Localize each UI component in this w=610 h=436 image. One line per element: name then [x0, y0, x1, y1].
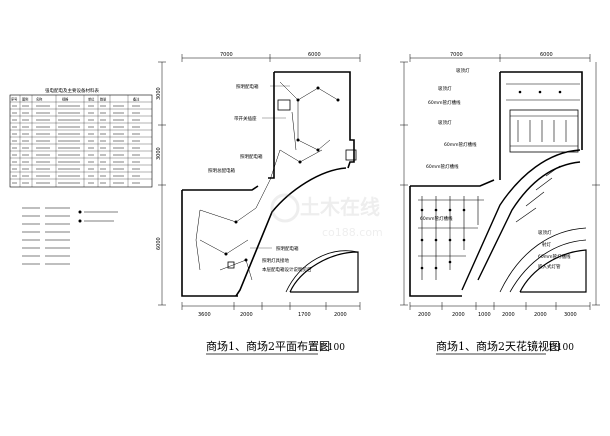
left-bottom-dim-1: 3600 — [198, 312, 211, 318]
right-top-dim-1: 7000 — [450, 52, 463, 58]
watermark-sub: co188.com — [322, 226, 383, 239]
left-label-4: 照明总配电箱 — [208, 167, 235, 174]
left-label-5: 照明配电箱 — [276, 245, 299, 252]
right-label-9: 射灯 — [542, 241, 551, 248]
legend-header-note: 备注 — [133, 97, 140, 102]
right-label-5: 60mm管灯槽线 — [444, 141, 477, 148]
watermark-main: 土木在线 — [300, 195, 380, 219]
left-side-dim-1: 3000 — [156, 87, 162, 100]
legend-header-index: 序号 — [11, 97, 17, 102]
right-label-4: 吸顶灯 — [438, 119, 452, 126]
right-label-8: 吸顶灯 — [538, 229, 552, 236]
left-bottom-dim-2: 2000 — [240, 312, 253, 318]
left-label-6: 照明灯具接地 — [262, 257, 289, 264]
legend-header-qty: 数量 — [100, 97, 107, 102]
legend-table: 强电配电及主要设备材料表 序号 图例 名称 规 — [9, 87, 153, 188]
right-bottom-dim-1: 2000 — [418, 312, 431, 318]
watermark: 土木在线 co188.com — [270, 193, 383, 239]
left-label-2: 带开关插座 — [234, 115, 257, 122]
right-label-3: 60mm管灯槽线 — [428, 99, 461, 106]
right-ceiling-plan: 7000 6000 吸顶灯 吸顶灯 60mm管 — [400, 52, 600, 355]
legend-header-symbol: 图例 — [22, 97, 28, 102]
right-top-dim-2: 6000 — [540, 52, 553, 58]
right-plan-title: 商场1、商场2天花镜视图 — [436, 339, 560, 353]
legend-header-name: 名称 — [36, 97, 43, 102]
left-bottom-dim-3: 1700 — [298, 312, 311, 318]
right-label-11: 嵌入式灯管 — [538, 263, 561, 270]
right-label-1: 吸顶灯 — [456, 67, 470, 74]
left-label-1: 照明配电箱 — [236, 83, 259, 90]
right-label-6: 60mm管灯槽线 — [426, 163, 459, 170]
right-bottom-dim-2: 2000 — [452, 312, 465, 318]
left-plan-scale: 1:100 — [319, 343, 345, 353]
left-bottom-dim-4: 2000 — [334, 312, 347, 318]
left-plan-title: 商场1、商场2平面布置图 — [206, 339, 330, 353]
right-label-7: 60mm管灯槽线 — [420, 215, 453, 222]
left-label-7: 本层配电箱设计说明见后 — [262, 266, 312, 273]
left-top-dim-2: 6000 — [308, 52, 321, 58]
left-floor-plan: 7000 6000 3000 3000 6000 — [156, 52, 361, 355]
right-bottom-dim-6: 3000 — [564, 312, 577, 318]
right-bottom-dim-3: 1000 — [478, 312, 491, 318]
left-top-dim-1: 7000 — [220, 52, 233, 58]
right-plan-scale: 1:100 — [548, 343, 574, 353]
left-label-3: 照明配电箱 — [240, 153, 263, 160]
right-label-10: 60mm管灯槽线 — [538, 253, 571, 260]
legend-header-spec: 规格 — [62, 97, 69, 102]
right-label-2: 吸顶灯 — [438, 85, 452, 92]
left-side-dim-2: 3000 — [156, 147, 162, 160]
right-bottom-dim-4: 2000 — [502, 312, 515, 318]
legend-table-title: 强电配电及主要设备材料表 — [45, 87, 99, 94]
legend-header-unit: 单位 — [88, 97, 95, 102]
left-side-dim-3: 6000 — [156, 237, 162, 250]
wiring-notes — [22, 207, 118, 265]
right-bottom-dim-5: 2000 — [534, 312, 547, 318]
